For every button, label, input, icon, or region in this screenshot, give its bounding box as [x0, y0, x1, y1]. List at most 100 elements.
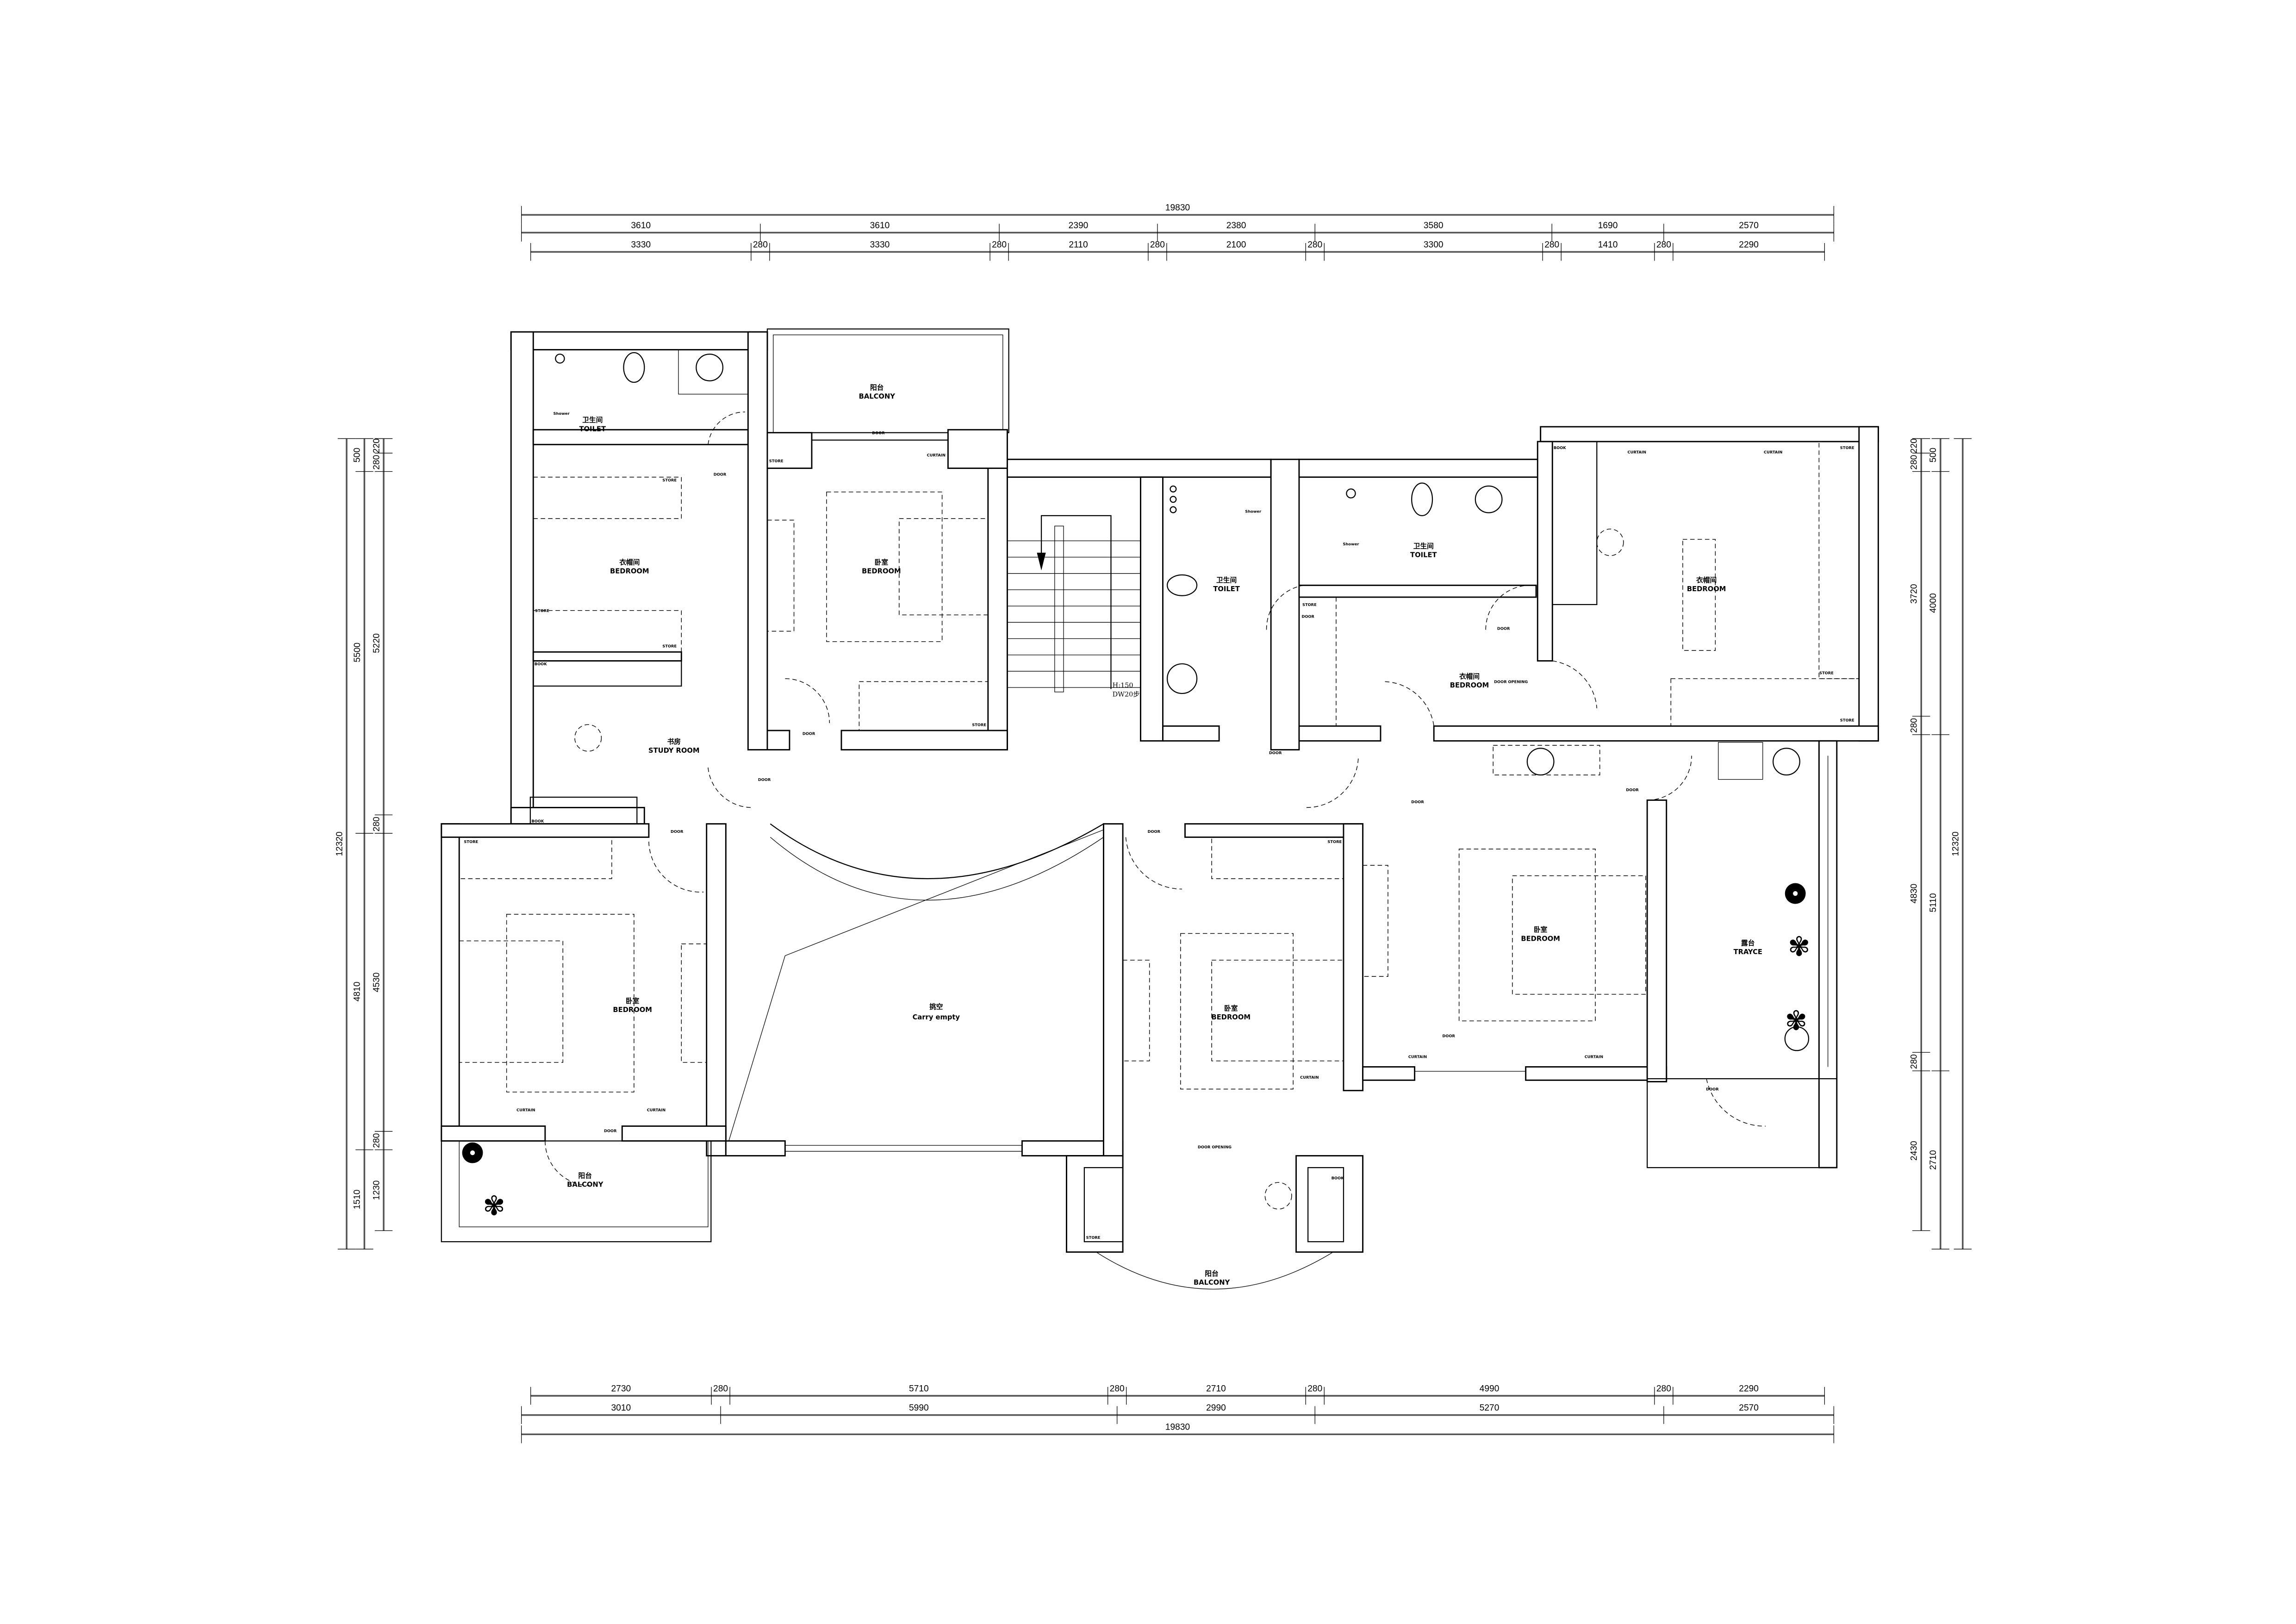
- shower-head-icon: [1346, 488, 1356, 499]
- book-label: BOOK: [535, 662, 547, 666]
- wall: [1298, 725, 1381, 742]
- toilet-icon: [1166, 574, 1198, 596]
- dimension-label: 280: [713, 1384, 728, 1393]
- door-label: DOOR: [1706, 1087, 1719, 1092]
- room-balcony-left-cn: 阳台: [579, 1172, 592, 1180]
- dimension-label: 280: [1544, 240, 1559, 250]
- dimension-label: 3610: [631, 221, 651, 231]
- wall: [987, 468, 1008, 751]
- bed: [459, 940, 563, 1063]
- wardrobe: [1299, 597, 1337, 727]
- dimension-label: 12320: [1951, 831, 1960, 856]
- wall: [1006, 458, 1272, 478]
- terrace-lower: [1646, 1078, 1837, 1168]
- door-label: DOOR: [671, 829, 684, 834]
- dimension-label: 280: [372, 817, 381, 831]
- dimension-label: 280: [1307, 240, 1322, 250]
- dimension-label: 280: [1656, 240, 1671, 250]
- room-void-en: Carry empty: [913, 1013, 960, 1021]
- dimension-label: 3010: [611, 1403, 631, 1413]
- plant-icon: ✾: [483, 1191, 505, 1222]
- dimension-label: 500: [353, 448, 362, 462]
- dimension-label: 280: [1656, 1384, 1671, 1393]
- wall: [441, 823, 460, 1142]
- dimension-label: 1230: [372, 1181, 381, 1200]
- door-label: DOOR: [1269, 750, 1282, 755]
- room-bedroom-top-en: BEDROOM: [862, 568, 901, 575]
- bed: [1211, 960, 1344, 1062]
- toilet-icon: [1170, 506, 1177, 513]
- dimension-label: 280: [1307, 1384, 1322, 1393]
- door-swing: [1647, 756, 1692, 801]
- tv-cabinet: [1122, 960, 1150, 1062]
- sink-icon: [1773, 748, 1800, 776]
- stair-height: H:150: [1113, 682, 1133, 689]
- wall: [441, 1125, 546, 1142]
- dimension-label: 4830: [1910, 884, 1919, 904]
- dimension-label: 3300: [1424, 240, 1444, 250]
- store-label: STORE: [1840, 445, 1854, 450]
- book-label: BOOK: [1554, 445, 1566, 450]
- dimension-label: 4000: [1929, 593, 1938, 613]
- wall: [1295, 1155, 1364, 1253]
- dimension-label: 2990: [1206, 1403, 1226, 1413]
- room-balcony-bottom-en: BALCONY: [1194, 1279, 1230, 1287]
- wall: [510, 806, 645, 825]
- dimension-label: 3330: [870, 240, 890, 250]
- tv-cabinet: [681, 943, 707, 1063]
- dimension-label: 5110: [1929, 893, 1938, 912]
- bed-rug: [1458, 849, 1596, 1022]
- bed-rug: [826, 491, 943, 642]
- toilet-icon: [623, 352, 645, 383]
- walls: [441, 328, 1879, 1290]
- shower-label: Shower: [554, 411, 570, 416]
- dimension-label: 2380: [1226, 221, 1246, 231]
- wall: [947, 429, 1008, 469]
- void-curve-outer: [770, 823, 1104, 880]
- balcony-left-inner: [459, 1140, 709, 1227]
- dimension-label: 2710: [1206, 1384, 1226, 1393]
- door-label: DOOR: [1411, 800, 1424, 804]
- wardrobe: [1670, 678, 1860, 727]
- door-swing: [1125, 837, 1182, 890]
- dimension-label: 4990: [1480, 1384, 1500, 1393]
- balcony-arc: [1096, 1252, 1333, 1290]
- dimension-label: 2710: [1929, 1150, 1938, 1170]
- room-labels: 卫生间 TOILET 衣帽间 BEDROOM 书房 STUDY ROOM 阳台 …: [567, 383, 1762, 1287]
- toilet-icon: [1411, 482, 1433, 516]
- plant-icon: [1784, 1026, 1810, 1051]
- dimension-label: 220: [1910, 438, 1919, 453]
- door-swing: [1485, 585, 1531, 630]
- dimension-label: 1690: [1598, 221, 1618, 231]
- wall: [1646, 799, 1668, 1082]
- dimension-label: 280: [1910, 1054, 1919, 1069]
- wall: [706, 823, 727, 1156]
- dimension-label: 19830: [1165, 203, 1190, 213]
- room-closet-mid-en: BEDROOM: [1450, 681, 1489, 689]
- dimension-label: 2290: [1739, 1384, 1759, 1393]
- vanity: [678, 349, 748, 395]
- void-diagonal: [728, 829, 1104, 1141]
- dimension-label: 220: [372, 438, 381, 453]
- room-balcony-top-en: BALCONY: [859, 393, 896, 400]
- void-curve-inner: [770, 837, 1104, 901]
- wall: [1184, 823, 1364, 838]
- door-label: DOOR: [1301, 614, 1314, 619]
- wall: [510, 331, 534, 825]
- wall: [1525, 1066, 1668, 1081]
- wall: [1270, 458, 1300, 751]
- wall: [1362, 1066, 1416, 1081]
- store-label: STORE: [535, 608, 549, 613]
- door-swing: [708, 767, 753, 808]
- door-label: DOOR: [872, 431, 885, 435]
- wall: [1298, 458, 1542, 478]
- door-label: DOOR: [1148, 829, 1161, 834]
- room-study-cn: 书房: [667, 737, 681, 746]
- curtain-label: CURTAIN: [927, 453, 946, 457]
- door-swing: [648, 841, 704, 893]
- dimension-label: 2730: [611, 1384, 631, 1393]
- dimension-label: 2430: [1910, 1141, 1919, 1161]
- dimension-label: 5990: [909, 1403, 929, 1413]
- door-label: DOOR: [803, 731, 815, 736]
- table: [1682, 539, 1716, 651]
